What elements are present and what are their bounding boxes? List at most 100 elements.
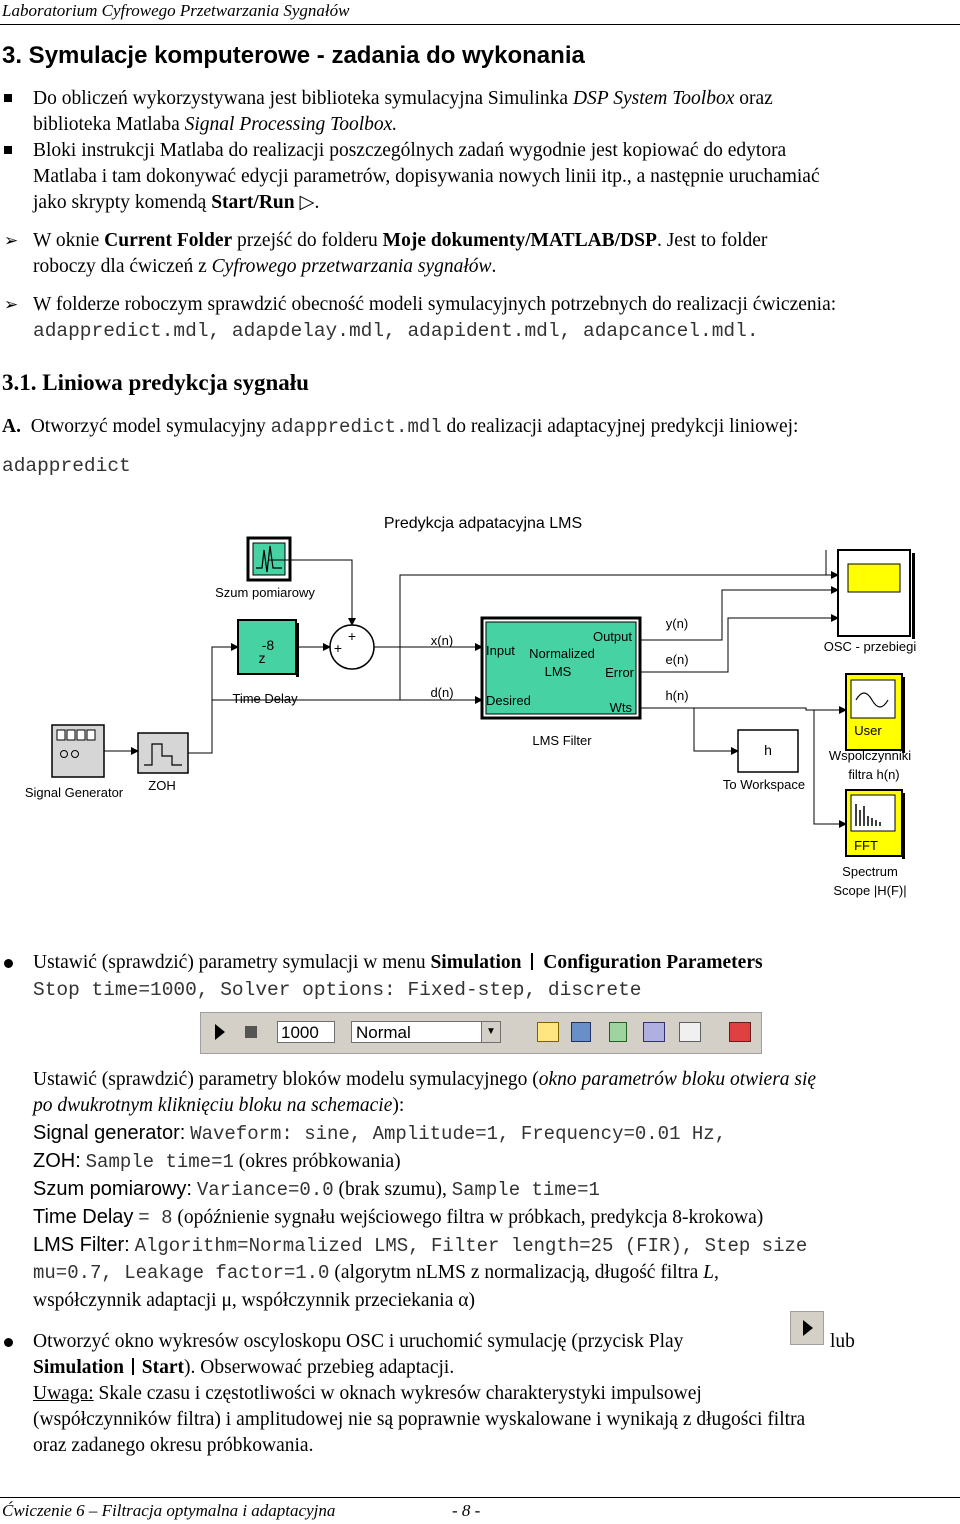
to-workspace-block[interactable]: h: [737, 729, 799, 773]
last-line-1b: lub: [830, 1331, 855, 1352]
noise-label: Szum pomiarowy: [215, 585, 315, 600]
model-icon[interactable]: [729, 1022, 751, 1042]
bullet-dot: [4, 1338, 13, 1347]
stack-icon[interactable]: [643, 1022, 665, 1042]
page-header: Laboratorium Cyfrowego Przetwarzania Syg…: [0, 0, 960, 25]
zoh-block[interactable]: [137, 732, 189, 774]
header-title: Laboratorium Cyfrowego Przetwarzania Syg…: [2, 1, 350, 20]
bullet-2-line-3: jako skrypty komendą Start/Run ▷.: [33, 192, 320, 213]
lms-wts-port: Wts: [610, 700, 633, 715]
bullet-1-line-2: biblioteka Matlaba Signal Processing Too…: [33, 114, 398, 135]
lms-center-2: LMS: [545, 664, 572, 679]
signal-generator-block[interactable]: [51, 724, 105, 778]
sum-plus-left: +: [334, 640, 342, 656]
last-line-4: (współczynników filtra) i amplitudowej n…: [33, 1409, 806, 1430]
delay-z: z: [259, 650, 266, 666]
lms-error-port: Error: [605, 665, 635, 680]
explorer-icon[interactable]: [679, 1022, 701, 1042]
bullet-2-line-1: Bloki instrukcji Matlaba do realizacji p…: [33, 140, 787, 161]
sum-block[interactable]: + +: [329, 624, 375, 670]
last-line-3: Uwaga: Skale czasu i częstotliwości w ok…: [33, 1383, 702, 1404]
last-line-1: Otworzyć okno wykresów oscyloskopu OSC i…: [33, 1331, 684, 1352]
param-time-delay: Time Delay = 8 (opóźnienie sygnału wejśc…: [33, 1206, 764, 1229]
arrow-marker-icon: ➢: [4, 295, 19, 314]
lms-filter-block[interactable]: Input Output Normalized LMS Error Desire…: [480, 616, 642, 720]
param-noise: Szum pomiarowy: Variance=0.0 (brak szumu…: [33, 1178, 600, 1201]
lms-output-port: Output: [593, 629, 632, 644]
param-zoh: ZOH: Sample time=1 (okres próbkowania): [33, 1150, 401, 1173]
debug-icon[interactable]: [537, 1022, 559, 1042]
lms-input-port: Input: [486, 643, 515, 658]
play-button[interactable]: [215, 1024, 225, 1040]
bullet-dot: [4, 959, 13, 968]
spectrum-label-2: Scope |H(F)|: [833, 883, 906, 898]
sim-line-2: Stop time=1000, Solver options: Fixed-st…: [33, 979, 642, 1001]
spectrum-label-1: Spectrum: [842, 864, 898, 879]
coeff-scope-block[interactable]: User: [845, 673, 905, 753]
bullet-1-line-1: Do obliczeń wykorzystywana jest bibliote…: [33, 88, 773, 109]
lms-center-1: Normalized: [529, 646, 595, 661]
x-n-label: x(n): [431, 633, 453, 648]
sum-plus-top: +: [348, 628, 356, 644]
chevron-down-icon: ▼: [481, 1022, 500, 1042]
h-n-label: h(n): [665, 688, 688, 703]
param-lms-filter-3: współczynnik adaptacji μ, współczynnik p…: [33, 1290, 475, 1311]
delay-exponent: -8: [262, 637, 275, 653]
footer-left: Ćwiczenie 6 – Filtracja optymalna i adap…: [2, 1501, 336, 1520]
page-footer: Ćwiczenie 6 – Filtracja optymalna i adap…: [0, 1497, 960, 1524]
play-icon: [790, 1311, 824, 1345]
coeff-label-1: Wspolczynniki: [829, 748, 911, 763]
stop-time-input[interactable]: 1000: [277, 1021, 335, 1043]
refresh-icon[interactable]: [609, 1022, 627, 1042]
arrow-list: ➢ W oknie Current Folder przejść do fold…: [0, 228, 960, 348]
param-lms-filter: LMS Filter: Algorithm=Normalized LMS, Fi…: [33, 1234, 808, 1257]
stop-button[interactable]: [245, 1026, 257, 1038]
params-intro-1: Ustawić (sprawdzić) parametry bloków mod…: [33, 1069, 817, 1090]
step-a-line: A. Otworzyć model symulacyjny adappredic…: [2, 416, 799, 438]
sim-mode-select[interactable]: Normal ▼: [351, 1021, 501, 1043]
workspace-var: h: [764, 742, 772, 758]
arrow-1-line-1: W oknie Current Folder przejść do folder…: [33, 230, 768, 251]
lms-filter-label: LMS Filter: [532, 733, 592, 748]
simulink-toolbar: 1000 Normal ▼: [200, 1012, 762, 1054]
user-label: User: [854, 723, 882, 738]
last-line-5: oraz zadanego okresu próbkowania.: [33, 1435, 314, 1456]
library-icon[interactable]: [571, 1022, 591, 1042]
model-name: adappredict: [2, 455, 131, 477]
osc-label: OSC - przebiegi: [824, 639, 917, 654]
signal-lines: [104, 550, 847, 828]
y-n-label: y(n): [666, 616, 688, 631]
arrow-2-line-1: W folderze roboczym sprawdzić obecność m…: [33, 294, 837, 315]
arrow-marker-icon: ➢: [4, 231, 19, 250]
noise-block[interactable]: [246, 536, 292, 582]
e-n-label: e(n): [665, 652, 688, 667]
sim-line-1: Ustawić (sprawdzić) parametry symulacji …: [33, 952, 763, 973]
arrow-2-line-2: adappredict.mdl, adapdelay.mdl, adapiden…: [33, 320, 759, 342]
last-line-2: Simulation Start). Obserwować przebieg a…: [33, 1357, 455, 1378]
subsection-title: 3.1. Liniowa predykcja sygnału: [2, 370, 309, 395]
fft-label: FFT: [854, 838, 878, 853]
to-workspace-label: To Workspace: [723, 777, 805, 792]
params-intro-2: po dwukrotnym kliknięciu bloku na schema…: [33, 1095, 405, 1116]
param-lms-filter-2: mu=0.7, Leakage factor=1.0 (algorytm nLM…: [33, 1262, 719, 1284]
section-title: 3. Symulacje komputerowe - zadania do wy…: [2, 42, 585, 69]
d-n-label: d(n): [430, 685, 453, 700]
osc-scope-block[interactable]: [837, 549, 915, 639]
bullet-list: Do obliczeń wykorzystywana jest bibliote…: [0, 86, 960, 216]
time-delay-label: Time Delay: [232, 691, 298, 706]
lms-desired-port: Desired: [486, 693, 531, 708]
param-signal-generator: Signal generator: Waveform: sine, Amplit…: [33, 1122, 727, 1145]
spectrum-scope-block[interactable]: FFT: [845, 789, 905, 859]
bullet-marker: [4, 94, 12, 102]
time-delay-block[interactable]: -8 z: [237, 619, 299, 677]
zoh-label: ZOH: [148, 778, 175, 793]
diagram-title: Predykcja adpatacyjna LMS: [384, 515, 582, 532]
sim-mode-value: Normal: [356, 1023, 411, 1042]
bullet-2-line-2: Matlaba i tam dokonywać edycji parametró…: [33, 166, 820, 187]
arrow-1-line-2: roboczy dla ćwiczeń z Cyfrowego przetwar…: [33, 256, 497, 277]
signal-generator-label: Signal Generator: [25, 785, 124, 800]
bullet-marker: [4, 146, 12, 154]
footer-page: - 8 -: [452, 1501, 481, 1520]
coeff-label-2: filtra h(n): [848, 767, 899, 782]
simulink-diagram: Predykcja adpatacyjna LMS Szum pomiarowy…: [25, 515, 917, 898]
